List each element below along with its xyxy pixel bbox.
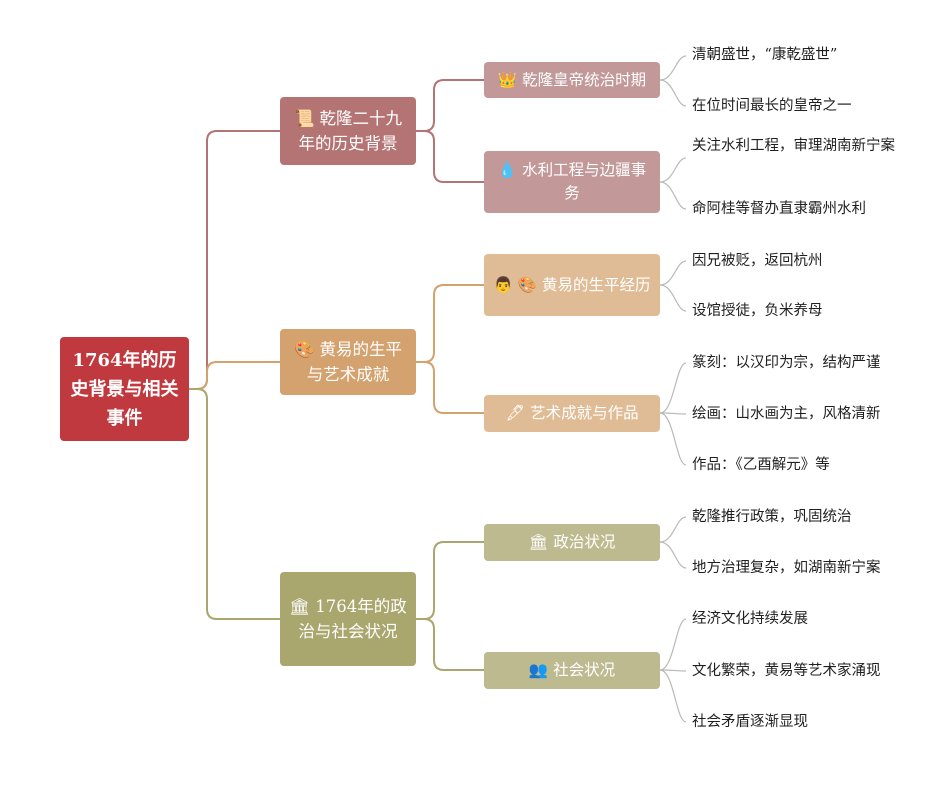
detail-connector [659,669,687,723]
detail-item: 在位时间最长的皇帝之一 [692,98,852,114]
scroll-icon: 📜 [293,109,315,128]
topic-social-status: 👥社会状况 [484,652,660,689]
artist-palette-icon: 👨 🎨 [493,275,537,294]
detail-connector [659,541,687,569]
root-title: 1764年的历史背景与相关事件 [70,349,179,429]
topic-title: 黄易的生平经历 [542,275,651,294]
detail-connector [659,79,687,107]
connector-line [415,361,485,414]
detail-connector [659,516,687,543]
topic-water-and-frontier: 💧水利工程与边疆事务 [484,151,660,213]
connector-line [415,284,485,363]
topic-title: 社会状况 [553,661,616,679]
palette-icon: 🎨 [293,340,315,359]
root-topic: 1764年的历史背景与相关事件 [60,337,189,441]
detail-connector [659,181,687,210]
detail-item: 命阿桂等督办直隶霸州水利 [692,201,866,217]
topic-huang-yi-life: 👨 🎨 黄易的生平经历 [484,254,660,316]
detail-item: 社会矛盾逐渐显现 [692,714,808,730]
crown-icon: 👑 [497,70,518,89]
pen-icon: 🖋 [505,404,526,422]
topic-art-achievements: 🖋艺术成就与作品 [484,395,660,432]
connector-line [415,130,485,183]
topic-title: 水利工程与边疆事务 [522,161,647,202]
connector-line [415,541,485,620]
detail-connector [659,260,687,286]
detail-item: 绘画：山水画为主，风格清新 [692,406,881,422]
detail-connector [659,618,687,671]
detail-connector [659,412,687,415]
detail-connector [659,362,687,414]
classical-building-icon: 🏛 [528,533,549,551]
connector-line [415,618,485,671]
detail-item: 设馆授徒，负米养母 [692,303,823,319]
detail-item: 篆刻：以汉印为宗，结构严谨 [692,355,881,371]
detail-item: 文化繁荣，黄易等艺术家涌现 [692,663,881,679]
topic-title: 政治状况 [553,533,616,551]
branch-title: 乾隆二十九年的历史背景 [298,109,403,153]
topic-title: 乾隆皇帝统治时期 [522,70,647,89]
branch-huang-yi: 🎨黄易的生平与艺术成就 [280,329,416,395]
connector-line [415,79,485,132]
classical-building-icon: 🏛 [289,597,311,616]
detail-item: 因兄被贬，返回杭州 [692,253,823,269]
detail-connector [659,284,687,312]
detail-connector [659,669,687,672]
branch-politics-society: 🏛1764年的政治与社会状况 [280,572,416,666]
droplet-icon: 💧 [497,161,518,179]
detail-item: 乾隆推行政策，巩固统治 [692,509,852,525]
connector-line [188,388,281,620]
branch-title: 1764年的政治与社会状况 [298,597,407,641]
detail-connector [659,55,687,81]
detail-item: 作品：《乙酉解元》等 [692,457,830,473]
topic-political-status: 🏛政治状况 [484,524,660,561]
branch-title: 黄易的生平与艺术成就 [306,340,403,384]
detail-item: 关注水利工程，审理湖南新宁案 [692,138,895,154]
connector-line [188,130,281,390]
detail-connector [659,412,687,466]
connector-line [188,361,281,390]
detail-connector [659,157,687,183]
branch-historical-background: 📜乾隆二十九年的历史背景 [280,97,416,165]
detail-item: 地方治理复杂，如湖南新宁案 [692,560,881,576]
detail-item: 经济文化持续发展 [692,611,808,627]
detail-item: 清朝盛世，“康乾盛世” [692,47,838,63]
people-icon: 👥 [528,661,549,679]
topic-title: 艺术成就与作品 [530,404,639,422]
topic-qianlong-reign: 👑乾隆皇帝统治时期 [484,62,660,98]
